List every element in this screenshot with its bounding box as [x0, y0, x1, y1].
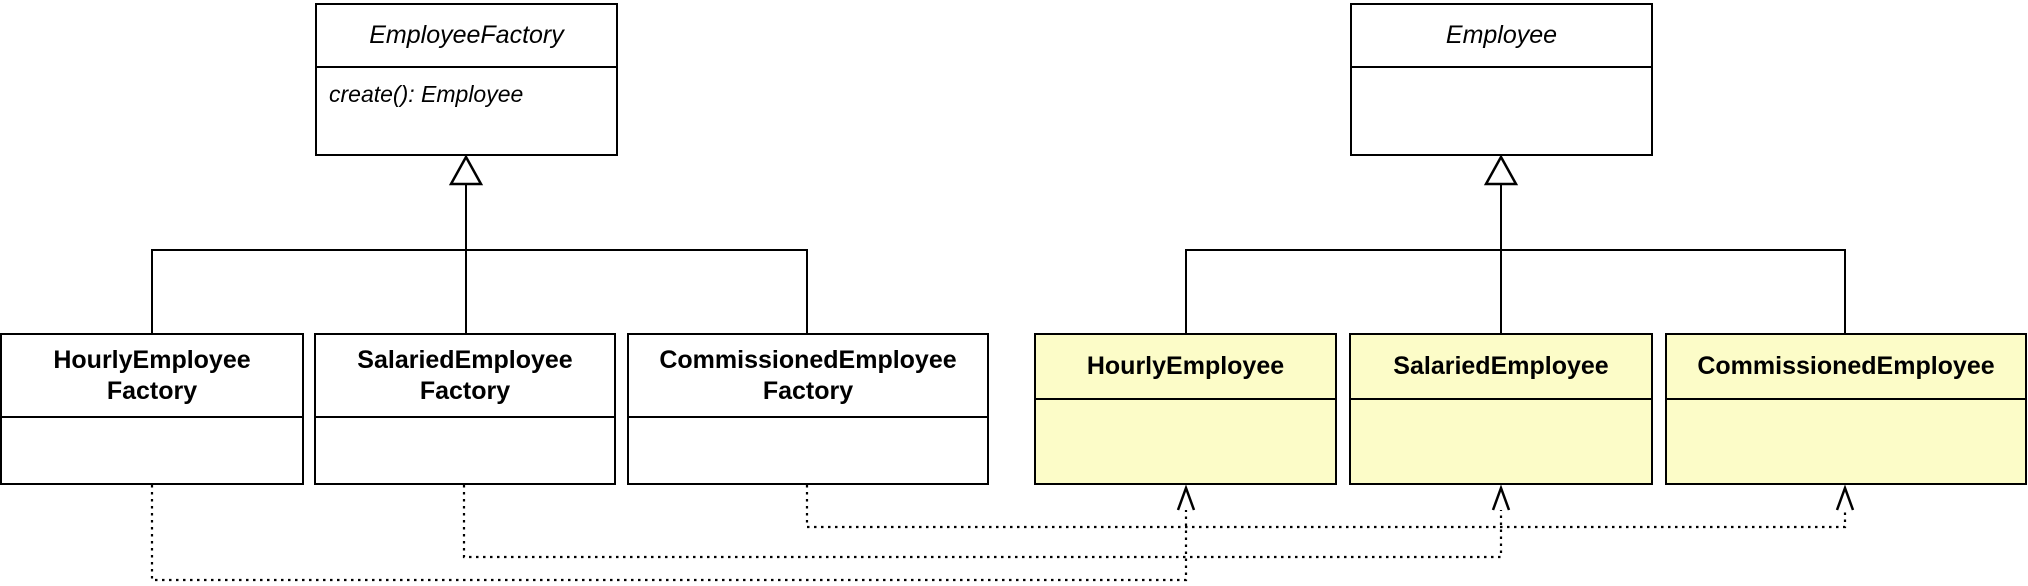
class-commissioned-employee: CommissionedEmployee: [1665, 333, 2027, 485]
class-commissioned-employee-factory: CommissionedEmployee Factory: [627, 333, 989, 485]
open-arrowhead-icon: [1176, 484, 1196, 511]
class-name-line2: Factory: [419, 376, 511, 405]
dependency-salaried-factory-to-salaried-employee: [462, 484, 1511, 559]
class-employee: Employee: [1350, 3, 1653, 156]
class-name: CommissionedEmployee Factory: [629, 335, 987, 418]
generalization-bus-employees: [1185, 249, 1846, 333]
open-arrowhead-icon: [1491, 484, 1511, 511]
class-name-line1: SalariedEmployee: [357, 345, 573, 374]
class-name-line1: HourlyEmployee: [53, 345, 251, 374]
generalization-connector-factories: [151, 154, 808, 333]
method-create-employee: create(): Employee: [329, 81, 524, 107]
class-employee-factory: EmployeeFactory create(): Employee: [315, 3, 618, 156]
class-name-line2: Factory: [762, 376, 854, 405]
open-arrowhead-icon: [1835, 484, 1855, 511]
dependency-commissioned-factory-to-commissioned-employee: [805, 484, 1855, 529]
class-name: HourlyEmployee: [1036, 335, 1335, 400]
hollow-triangle-arrowhead: [448, 154, 484, 186]
class-salaried-employee-factory: SalariedEmployee Factory: [314, 333, 616, 485]
class-name: HourlyEmployee Factory: [2, 335, 302, 418]
generalization-connector-employees: [1185, 154, 1846, 333]
dependency-line: [150, 485, 1188, 582]
class-hourly-employee-factory: HourlyEmployee Factory: [0, 333, 304, 485]
class-name: Employee: [1352, 5, 1651, 68]
dependency-line: [462, 485, 1503, 559]
dependency-line: [805, 485, 1847, 529]
class-name-line2: Factory: [106, 376, 198, 405]
class-hourly-employee: HourlyEmployee: [1034, 333, 1337, 485]
class-salaried-employee: SalariedEmployee: [1349, 333, 1653, 485]
class-name: EmployeeFactory: [317, 5, 616, 68]
hollow-triangle-arrowhead: [1483, 154, 1519, 186]
class-name: CommissionedEmployee: [1667, 335, 2025, 400]
class-name: SalariedEmployee: [1351, 335, 1651, 400]
class-name-line1: CommissionedEmployee: [659, 345, 957, 374]
class-name: SalariedEmployee Factory: [316, 335, 614, 418]
dependency-hourly-factory-to-hourly-employee: [150, 484, 1196, 582]
generalization-bus-factories: [151, 249, 808, 333]
